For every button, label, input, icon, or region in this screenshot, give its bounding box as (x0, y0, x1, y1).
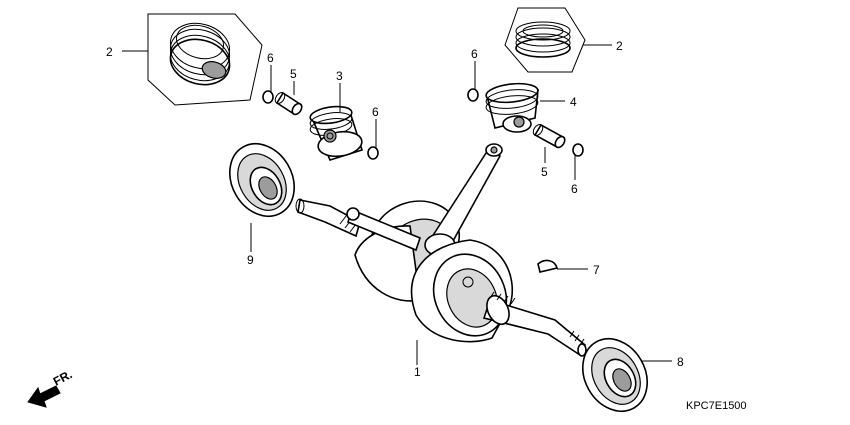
piston-ring-set-left (147, 13, 263, 106)
woodruff-key (537, 259, 558, 273)
piston-pin-left (274, 91, 303, 116)
callout-6-upper-left: 6 (267, 51, 274, 65)
callout-1: 1 (414, 365, 421, 379)
callout-8: 8 (677, 355, 684, 369)
piston-right (485, 82, 539, 133)
callout-2-right: 2 (616, 39, 623, 53)
bearing-left (229, 143, 295, 217)
front-direction-marker: FR. (27, 367, 75, 408)
piston-ring-set-right (504, 7, 586, 73)
piston-pin-right (532, 123, 566, 149)
callout-5-left: 5 (290, 67, 297, 81)
callout-4: 4 (570, 95, 577, 109)
circlip-group (262, 88, 584, 160)
callout-6-upper-right: 6 (471, 47, 478, 61)
callout-6-lower-right: 6 (571, 182, 578, 196)
callout-5-right: 5 (541, 165, 548, 179)
front-arrow-icon (27, 385, 61, 408)
callout-3: 3 (336, 69, 343, 83)
callout-6-lower-left: 6 (372, 105, 379, 119)
leader-lines (122, 44, 672, 365)
callout-7: 7 (593, 263, 600, 277)
crankshaft-assembly (295, 143, 587, 357)
front-label: FR. (51, 367, 75, 388)
callout-labels: 1 2 2 3 4 5 5 6 6 6 6 7 8 9 (106, 39, 684, 379)
diagram-code: KPC7E1500 (686, 400, 747, 412)
piston-left (309, 105, 364, 161)
callout-2-left: 2 (106, 45, 113, 59)
bearing-right (582, 338, 648, 412)
callout-9: 9 (247, 253, 254, 267)
